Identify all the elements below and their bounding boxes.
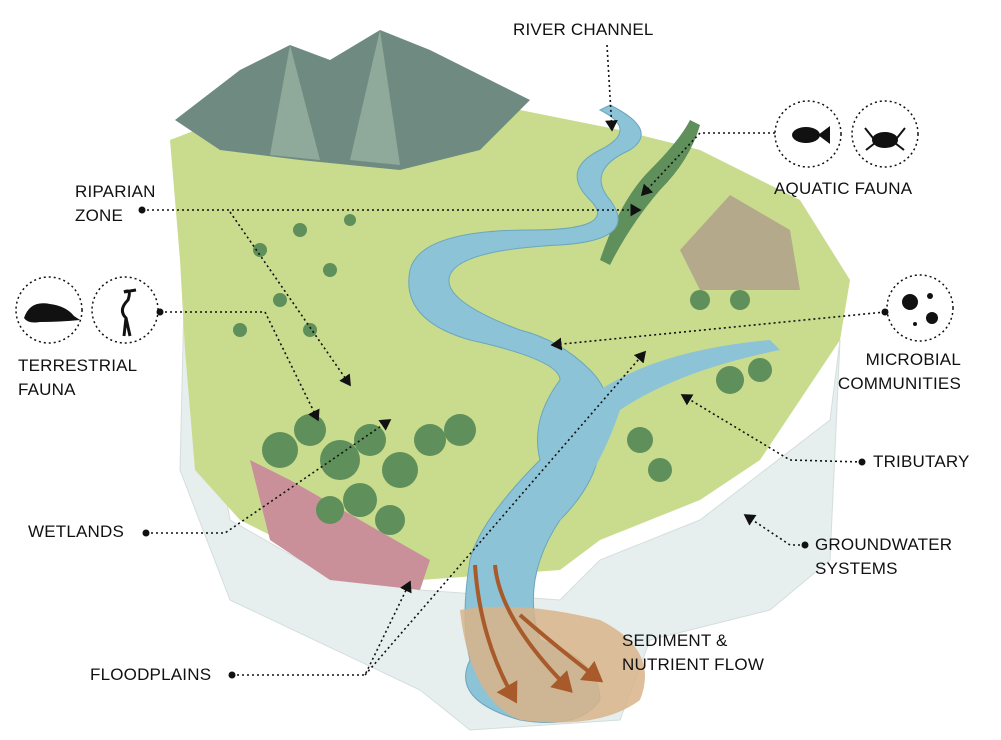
leader-microbial [550,311,886,351]
mountain-range [175,30,530,170]
hill [680,195,800,290]
leader-floodplains [232,580,412,676]
label-line: SEDIMENT & [622,631,728,650]
leader-wetlands [146,419,392,534]
leader-lines [142,44,886,676]
sediment-flow-arrows [473,564,604,704]
label-line: RIPARIAN [75,182,156,201]
label-line: NUTRIENT FLOW [622,655,765,674]
crab-icon [864,127,906,151]
label-sediment-nutrient-flow: SEDIMENT & NUTRIENT FLOW [622,629,764,677]
label-groundwater-systems: GROUNDWATER SYSTEMS [815,533,952,581]
label-wetlands: WETLANDS [28,522,125,541]
leader-terrestrial [160,311,320,422]
label-river-channel: RIVER CHANNEL [513,20,654,39]
tributary [550,340,780,520]
leader-tributary [680,394,863,463]
leader-riparian-2 [229,211,351,387]
label-line: FAUNA [18,380,76,399]
microbe-icon-circle [886,274,954,342]
label-microbial-communities: MICROBIAL COMMUNITIES [838,348,961,396]
label-line: ZONE [75,206,124,225]
fish-icon [792,126,830,144]
label-line: COMMUNITIES [837,374,961,393]
label-aquatic-fauna: AQUATIC FAUNA [774,179,913,198]
label-riparian-zone: RIPARIAN ZONE [75,180,156,228]
leader-floodplains-2 [364,350,647,676]
label-line: GROUNDWATER [815,535,953,554]
label-floodplains: FLOODPLAINS [90,665,212,684]
label-tributary: TRIBUTARY [873,452,970,471]
leader-river-channel [605,44,618,132]
leader-aquatic [640,132,775,197]
label-terrestrial-fauna: TERRESTRIAL FAUNA [18,354,137,402]
label-line: TERRESTRIAL [18,356,138,375]
label-line: MICROBIAL [865,350,961,369]
heron-icon [121,288,137,337]
otter-icon [24,303,80,323]
label-line: SYSTEMS [815,559,898,578]
microbe-icon [902,293,938,326]
wetland-soil [250,460,430,590]
leader-groundwater [743,514,805,546]
